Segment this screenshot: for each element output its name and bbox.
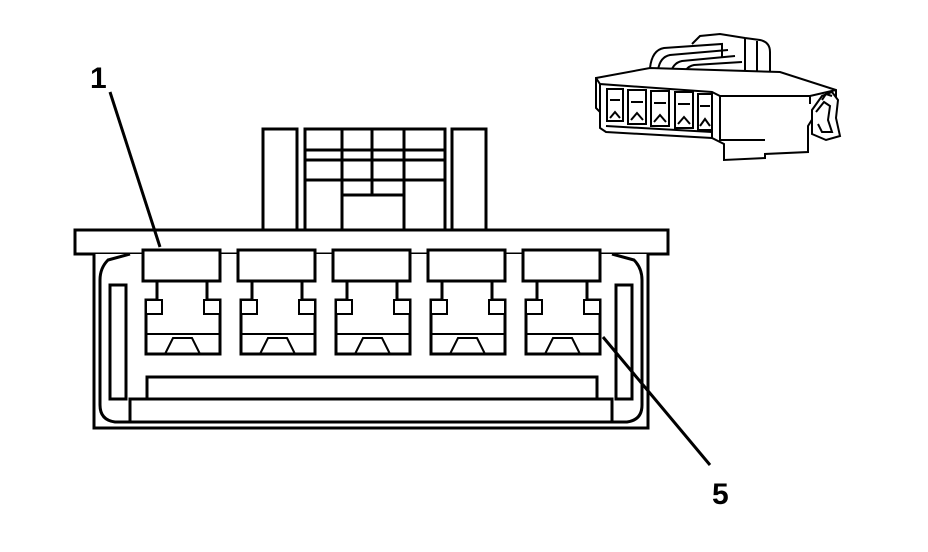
right-latch-post — [450, 127, 488, 232]
callout-5-label: 5 — [712, 478, 729, 511]
callout-1: 1 — [90, 62, 162, 248]
connector-housing — [73, 228, 670, 430]
bottom-key-rail — [145, 375, 599, 401]
connector-isometric-thumbnail — [595, 32, 842, 162]
terminal-cavity-3 — [331, 248, 412, 356]
bottom-key-base — [128, 397, 614, 424]
callout-5: 5 — [601, 336, 729, 511]
locking-tab-assembly — [261, 127, 488, 232]
terminal-cavity-5 — [521, 248, 602, 356]
terminal-cavity-1 — [141, 248, 222, 356]
terminal-cavity-4 — [426, 248, 507, 356]
terminal-cavity-2 — [236, 248, 317, 356]
left-latch-post — [261, 127, 299, 232]
callout-1-label: 1 — [90, 62, 107, 95]
callout-1-leader — [108, 91, 162, 248]
right-side-slot — [614, 283, 634, 401]
left-side-slot — [108, 283, 128, 401]
callout-5-leader — [601, 336, 712, 466]
